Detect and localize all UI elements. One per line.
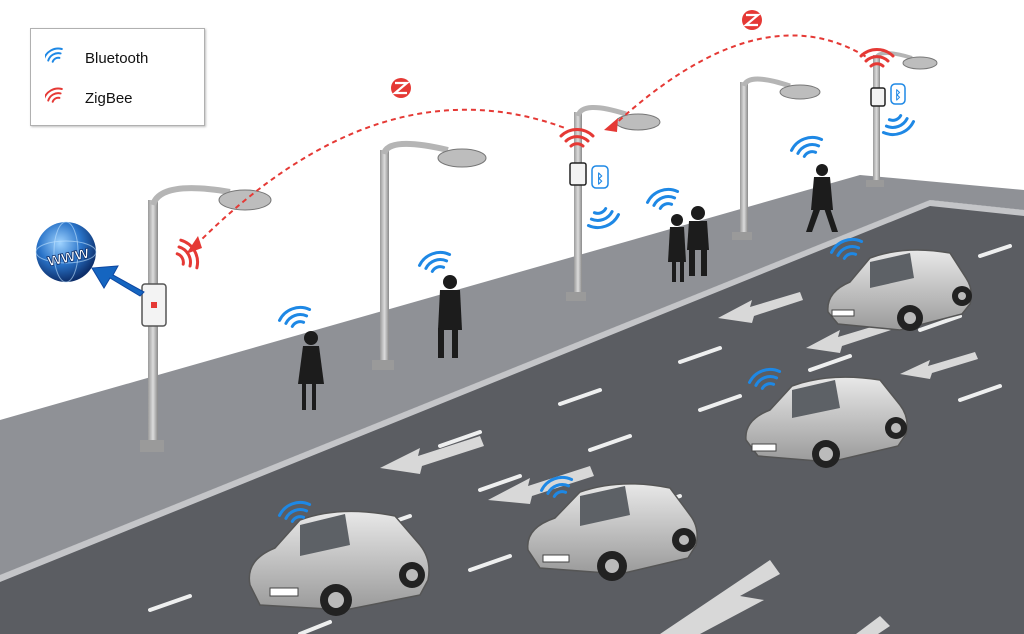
sidewalk — [0, 175, 1024, 575]
legend: Bluetooth ZigBee — [30, 28, 205, 126]
zigbee-node-box — [870, 87, 886, 107]
pedestrian-man-phone — [438, 275, 462, 358]
bluetooth-badge — [890, 83, 906, 105]
zigbee-badge — [391, 78, 411, 98]
zigbee-node-box — [569, 162, 587, 186]
globe-icon: www — [35, 221, 97, 283]
wifi-waves-icon — [45, 47, 63, 63]
street-lamp-3: ᛒ — [566, 105, 661, 301]
legend-item-zigbee: ZigBee — [45, 87, 133, 109]
legend-item-bluetooth: Bluetooth — [45, 47, 148, 69]
street-lamp-2 — [372, 140, 487, 370]
street-lamp-5: ᛒ — [866, 51, 938, 187]
legend-label: Bluetooth — [85, 49, 149, 67]
road-arrows — [380, 292, 978, 634]
pedestrian-pair — [668, 206, 709, 282]
car-front-center — [527, 483, 698, 581]
zigbee-link-arrowhead — [604, 118, 618, 132]
car-top-right — [827, 249, 973, 331]
zigbee-badge — [742, 10, 762, 30]
wifi-waves-icon — [45, 87, 63, 103]
car-front-left — [248, 510, 430, 616]
zigbee-link-arrowhead — [186, 236, 202, 254]
car-middle-right — [745, 376, 908, 468]
pedestrian-woman — [298, 331, 324, 410]
street-lamp-4 — [732, 76, 821, 240]
svg-text:ᛒ: ᛒ — [596, 172, 604, 187]
legend-label: ZigBee — [85, 89, 133, 107]
uplink-arrow-icon — [91, 265, 145, 297]
pedestrian-man-walking — [806, 164, 838, 232]
zigbee-links — [195, 34, 869, 246]
svg-text:ᛒ: ᛒ — [894, 88, 901, 102]
bluetooth-badge — [591, 165, 609, 189]
